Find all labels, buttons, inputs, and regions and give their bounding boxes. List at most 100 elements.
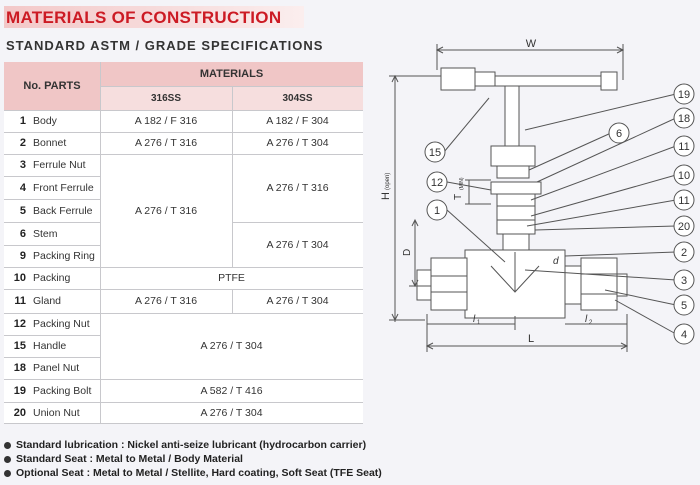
merged-ferrule-304: A 276 / T 316	[266, 182, 329, 194]
callout-label: 11	[678, 141, 689, 153]
row-part: Bonnet	[33, 137, 67, 149]
callout-label: 1	[434, 205, 440, 217]
grid-line	[4, 176, 100, 177]
callout-1: 1	[426, 199, 448, 221]
merged-nut-handle: A 276 / T 304	[200, 340, 263, 352]
row-part: Packing Nut	[33, 318, 90, 330]
merged-packing-bolt: A 582 / T 416	[200, 384, 263, 397]
header-316ss: 316SS	[150, 92, 182, 104]
title-bar	[4, 6, 304, 28]
callout-2: 2	[673, 241, 695, 263]
row-material-316: A 182 / F 316	[134, 115, 198, 127]
callout-label: 10	[678, 170, 690, 182]
callout-label: 5	[681, 300, 687, 312]
callout-20: 20	[673, 215, 695, 237]
merged-stem-304: A 276 / T 304	[266, 238, 329, 251]
callout-12: 12	[426, 171, 448, 193]
grid-line	[4, 335, 100, 336]
grid-line	[100, 86, 363, 87]
bullet-icon	[4, 455, 11, 463]
bullet-icon	[4, 441, 11, 449]
row-material-304: A 182 / F 304	[266, 115, 329, 127]
note-text: Standard lubrication : Nickel anti-seize…	[16, 439, 367, 451]
grid-line	[4, 267, 363, 268]
row-part: Front Ferrule	[33, 181, 94, 194]
dim-t-label: T	[453, 194, 464, 200]
row-part: Body	[33, 115, 57, 127]
grid-line	[4, 199, 100, 200]
callout-15: 15	[424, 141, 446, 163]
dim-w-label: W	[526, 38, 537, 50]
grid-line	[232, 86, 233, 154]
callout-label: 2	[681, 247, 687, 259]
row-number: 18	[13, 362, 26, 374]
callout-label: 4	[681, 329, 687, 341]
dim-l1-sub: 1	[477, 320, 481, 326]
page-title: MATERIALS OF CONSTRUCTION	[6, 8, 282, 27]
callout-label: 18	[678, 113, 690, 125]
row-number: 10	[13, 272, 26, 284]
grid-line	[4, 379, 363, 380]
notes-list: Standard lubrication : Nickel anti-seize…	[4, 438, 382, 480]
note-item: Standard lubrication : Nickel anti-seize…	[4, 438, 382, 452]
row-part: Back Ferrule	[33, 204, 93, 217]
header-bg-grades	[100, 86, 363, 110]
row-part: Union Nut	[33, 407, 80, 419]
dim-l2-sub: 2	[589, 320, 593, 326]
callout-3: 3	[673, 269, 695, 291]
note-text: Optional Seat : Metal to Metal / Stellit…	[16, 467, 382, 479]
dim-d-small-label: d	[553, 256, 559, 267]
callout-label: 12	[431, 177, 443, 189]
row-number: 9	[19, 250, 26, 262]
row-number: 3	[19, 159, 26, 171]
grid-line	[4, 110, 363, 111]
row-part: Panel Nut	[33, 362, 80, 374]
row-number: 20	[13, 407, 26, 419]
page-subtitle: STANDARD ASTM / GRADE SPECIFICATIONS	[6, 38, 324, 53]
grid-line	[4, 132, 363, 133]
merged-ferrule-316: A 276 / T 316	[134, 204, 198, 217]
callout-5: 5	[673, 294, 695, 316]
callout-18: 18	[673, 107, 695, 129]
callout-label: 11	[678, 195, 689, 207]
grid-line	[4, 313, 363, 314]
grid-line	[232, 222, 363, 223]
callout-label: 15	[429, 147, 441, 159]
row-part: Ferrule Nut	[33, 159, 86, 171]
callout-11-upper: 11	[673, 135, 695, 157]
grid-line	[4, 289, 363, 290]
row-part: Gland	[33, 295, 62, 307]
grid-line	[4, 154, 363, 155]
dim-h-label: H	[380, 192, 392, 200]
row-number: 2	[19, 137, 26, 149]
dim-l2-label: l	[585, 314, 588, 325]
dim-h-sub: (open)	[385, 173, 391, 190]
header-no-parts: No. PARTS	[23, 80, 81, 92]
callout-label: 3	[681, 275, 687, 287]
callout-19: 19	[673, 83, 695, 105]
grid-line	[232, 154, 233, 267]
row-part: Packing	[33, 272, 71, 284]
callout-label: 19	[678, 89, 690, 101]
dim-l-label: L	[528, 333, 534, 345]
row-material-316: A 276 / T 316	[134, 137, 198, 149]
grid-line	[4, 222, 100, 223]
header-materials: MATERIALS	[199, 68, 264, 80]
row-number: 5	[19, 204, 26, 217]
callout-11-lower: 11	[673, 189, 695, 211]
row-material-304: A 276 / T 304	[266, 295, 329, 307]
grid-line	[100, 62, 101, 424]
grid-line	[4, 357, 100, 358]
row-part: Stem	[33, 227, 58, 240]
row-number: 11	[14, 295, 26, 307]
note-item: Optional Seat : Metal to Metal / Stellit…	[4, 466, 382, 480]
header-bg-parts	[4, 62, 100, 110]
merged-packing: PTFE	[218, 272, 245, 284]
note-text: Standard Seat : Metal to Metal / Body Ma…	[16, 453, 243, 465]
row-part: Handle	[33, 340, 67, 352]
callout-10: 10	[673, 164, 695, 186]
row-number: 15	[13, 340, 26, 352]
valve-drawing: W H (open) T (MIN) D d L l 1 l 2 15 12 1…	[380, 38, 695, 352]
header-bg-materials	[100, 62, 363, 86]
row-part: Packing Bolt	[33, 384, 92, 397]
